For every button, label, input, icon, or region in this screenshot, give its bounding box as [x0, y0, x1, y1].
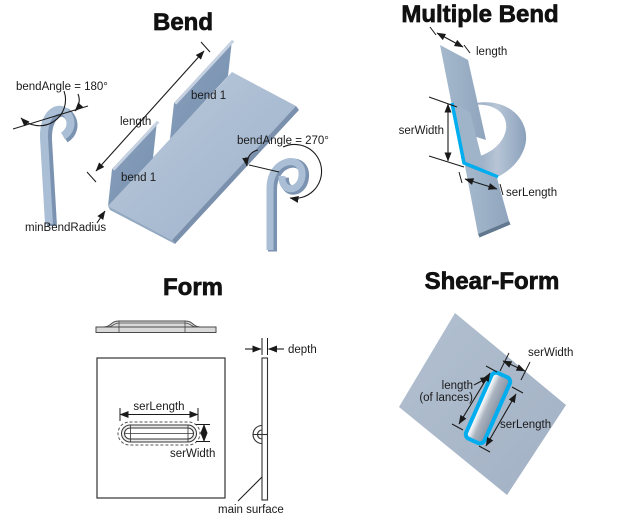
shear-form-title: Shear-Form — [425, 268, 560, 295]
sf-serwidth-ext-right — [520, 361, 531, 381]
bend-180-angle-arrow-right — [74, 93, 84, 112]
sf-length-label-line1: length — [442, 380, 473, 392]
form-section: Form serLength serWidth — [95, 274, 317, 516]
bend-270-leader-line — [248, 164, 280, 173]
multiple-bend-section: Multiple Bend length serWidth serLength — [399, 1, 559, 238]
multiple-bend-title: Multiple Bend — [401, 1, 558, 28]
bend-180-angle-arrow-left — [20, 90, 67, 127]
mb-serlength-tick-left — [458, 171, 463, 184]
lower-strip-tip-edge — [478, 221, 511, 238]
channel-front-edge — [172, 106, 299, 244]
mb-length-tick-left — [429, 26, 437, 36]
multiple-bend-shape — [440, 45, 527, 238]
sf-serlength-label: serLength — [500, 419, 551, 431]
min-bend-radius-label: minBendRadius — [25, 222, 106, 234]
rib-dashed-outline — [117, 421, 201, 446]
sf-serwidth-dim-arrow — [502, 360, 526, 372]
profile-sheet — [95, 326, 217, 333]
sf-length-tick-bottom — [451, 423, 464, 431]
form-front-view: serLength serWidth — [96, 357, 226, 499]
bend1-upper-label: bend 1 — [191, 90, 226, 102]
bend1-lower-label: bend 1 — [121, 172, 156, 184]
sf-serlength-dim-arrow — [485, 393, 517, 447]
mb-serwidth-ext-bottom — [428, 155, 465, 168]
sf-length-label-line2: (of lances) — [419, 392, 473, 404]
bend-title: Bend — [153, 9, 213, 36]
mb-serlength-tick-right — [499, 183, 504, 196]
form-serlength-label: serLength — [133, 401, 184, 413]
sf-serwidth-label: serWidth — [528, 347, 573, 359]
bend-270-curl-shape — [266, 158, 309, 252]
sf-serlength-tick-bottom — [478, 445, 491, 453]
ser-highlight-edge — [450, 102, 499, 179]
curl-front-face — [266, 158, 306, 250]
form-serwidth-label: serWidth — [170, 448, 215, 460]
length-dim-tick-top — [200, 41, 211, 53]
mb-length-dim-arrow — [436, 32, 464, 48]
profile-rib-inner-line — [106, 322, 198, 328]
bend-length-label: length — [120, 116, 151, 128]
channel-left-edge — [108, 206, 175, 244]
sf-length-dim-arrow — [458, 372, 491, 425]
profile-rib — [102, 320, 202, 328]
mb-length-label: length — [476, 46, 507, 58]
form-side-view: depth main surface — [218, 338, 317, 516]
web-face — [452, 103, 484, 167]
bend-180-hook-shape — [39, 105, 78, 227]
bend-angle-180-label: bendAngle = 180° — [16, 81, 108, 93]
depth-label: depth — [288, 344, 317, 356]
main-surface-label: main surface — [218, 504, 284, 516]
mb-serlength-label: serLength — [506, 187, 557, 199]
bend-angle-270-label: bendAngle = 270° — [237, 135, 329, 147]
sf-serlength-tick-top — [511, 386, 524, 394]
upper-strip-face — [440, 45, 486, 140]
shear-form-section: Shear-Form serWidth length (of lances) s… — [399, 268, 573, 495]
mb-serlength-dim-arrow — [464, 178, 498, 190]
form-title: Form — [163, 274, 223, 301]
length-dim-tick-bottom — [86, 171, 97, 183]
mb-length-tick-right — [463, 44, 471, 54]
bend-270-angle-arrow-left — [242, 149, 259, 167]
bend-section: Bend bendAngle = 180° length bend 1 bend… — [12, 9, 329, 252]
length-dim-arrow — [95, 50, 205, 172]
sf-length-tick-top — [485, 365, 498, 373]
min-bend-radius-arrow — [96, 210, 106, 224]
mb-serwidth-ext-top — [428, 96, 458, 108]
mb-serwidth-label: serWidth — [399, 125, 444, 137]
form-profile-view — [95, 320, 217, 333]
bend-270-angle-arrow-right — [282, 143, 323, 203]
side-plate — [261, 357, 269, 501]
main-surface-leader — [237, 476, 263, 502]
hook-front-face — [39, 105, 75, 225]
